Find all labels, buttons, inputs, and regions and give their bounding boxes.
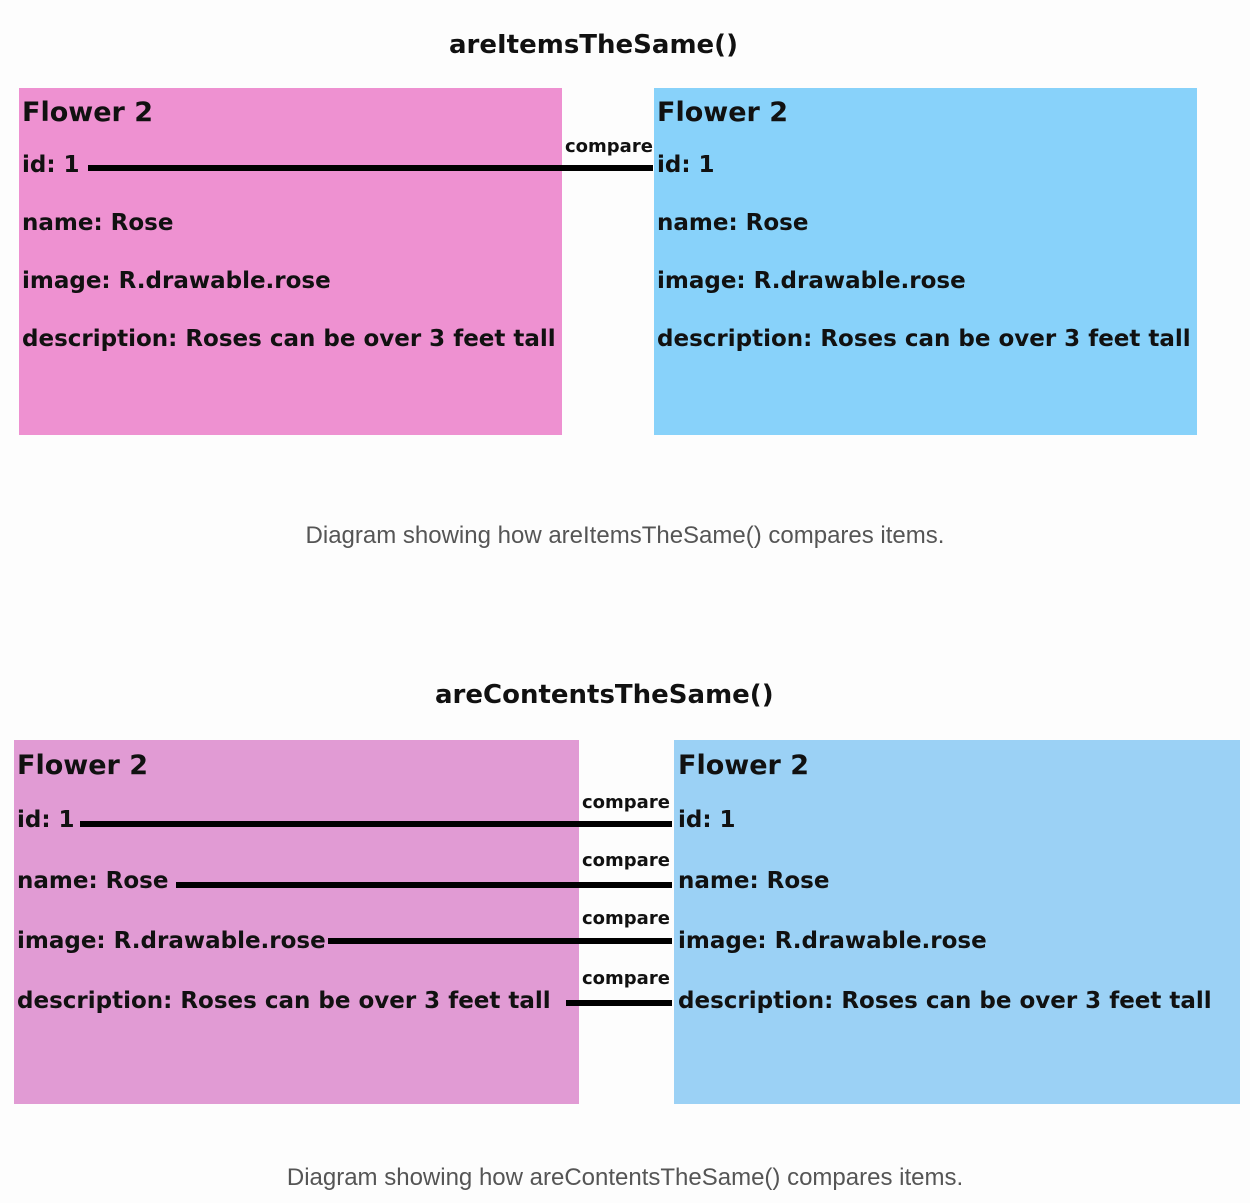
diagram1-title: areItemsTheSame() <box>449 30 738 60</box>
compare-label: compare <box>582 968 670 989</box>
diagram1-right-box: Flower 2 id: 1 name: Rose image: R.drawa… <box>654 88 1197 435</box>
compare-label: compare <box>582 792 670 813</box>
field-description: description: Roses can be over 3 feet ta… <box>22 326 556 352</box>
field-name: name: Rose <box>17 868 169 894</box>
compare-label: compare <box>565 136 653 157</box>
diagram1-caption: Diagram showing how areItemsTheSame() co… <box>305 522 945 549</box>
compare-connector-image <box>328 938 672 944</box>
field-description: description: Roses can be over 3 feet ta… <box>17 988 551 1014</box>
diagram2-caption: Diagram showing how areContentsTheSame()… <box>286 1164 964 1191</box>
box-heading: Flower 2 <box>657 97 789 128</box>
diagram1-left-box: Flower 2 id: 1 name: Rose image: R.drawa… <box>19 88 562 435</box>
diagram2-left-box: Flower 2 id: 1 name: Rose image: R.drawa… <box>14 740 579 1104</box>
compare-connector-description <box>566 1000 672 1006</box>
box-heading: Flower 2 <box>678 750 810 781</box>
diagram2-title: areContentsTheSame() <box>435 680 774 710</box>
field-id: id: 1 <box>22 152 80 178</box>
compare-label: compare <box>582 908 670 929</box>
field-id: id: 1 <box>17 807 75 833</box>
diagram2-right-box: Flower 2 id: 1 name: Rose image: R.drawa… <box>674 740 1240 1104</box>
field-name: name: Rose <box>678 868 830 894</box>
field-image: image: R.drawable.rose <box>22 268 331 294</box>
field-id: id: 1 <box>657 152 715 178</box>
compare-connector-id <box>80 821 672 827</box>
field-name: name: Rose <box>22 210 174 236</box>
field-description: description: Roses can be over 3 feet ta… <box>657 326 1191 352</box>
box-heading: Flower 2 <box>17 750 149 781</box>
box-heading: Flower 2 <box>22 97 154 128</box>
field-name: name: Rose <box>657 210 809 236</box>
field-id: id: 1 <box>678 807 736 833</box>
field-image: image: R.drawable.rose <box>657 268 966 294</box>
compare-connector-name <box>176 882 672 888</box>
compare-connector-id <box>88 165 653 171</box>
field-image: image: R.drawable.rose <box>678 928 987 954</box>
field-image: image: R.drawable.rose <box>17 928 326 954</box>
field-description: description: Roses can be over 3 feet ta… <box>678 988 1212 1014</box>
compare-label: compare <box>582 850 670 871</box>
